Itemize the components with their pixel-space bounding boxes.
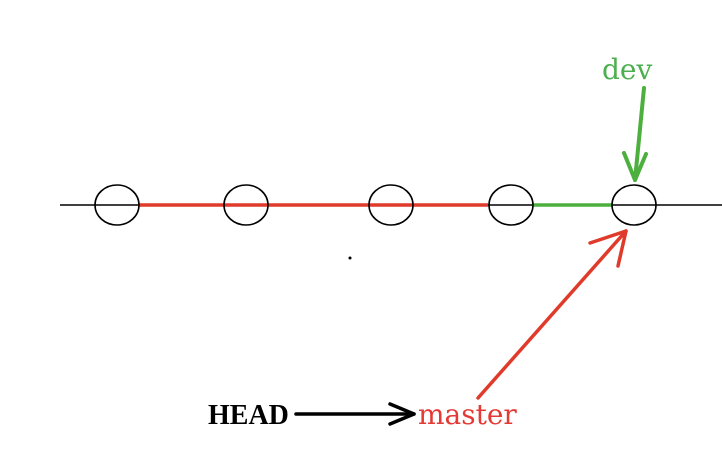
stray-dot	[348, 256, 352, 260]
commit-node-5	[611, 184, 657, 226]
commit-node-3	[368, 184, 414, 226]
head-label: HEAD	[208, 400, 289, 431]
commit-node-4	[488, 184, 534, 226]
master-label: master	[418, 398, 517, 431]
commit-node-1	[94, 184, 140, 226]
dev-pointer-arrow	[622, 86, 648, 182]
dev-label: dev	[602, 53, 652, 86]
commit-node-2	[223, 184, 269, 226]
master-pointer-arrow	[476, 229, 628, 400]
head-pointer-arrow	[294, 402, 416, 426]
